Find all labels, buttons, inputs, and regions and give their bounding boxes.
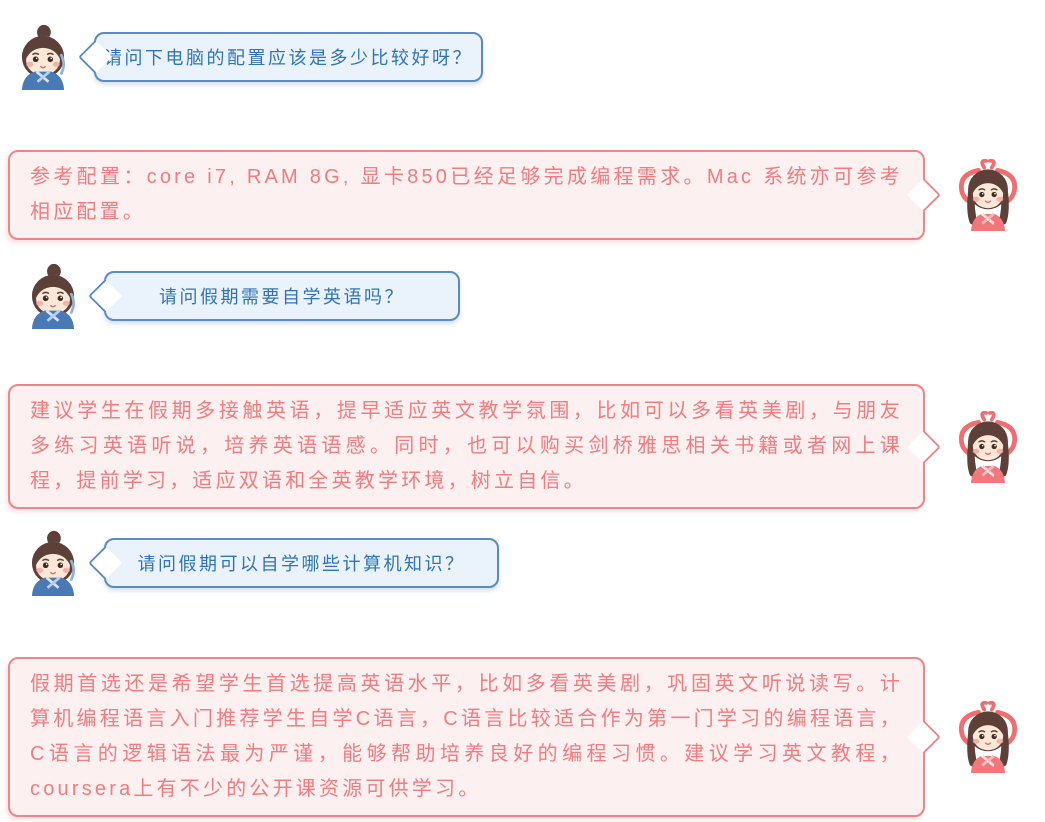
chat-row-answer-2: 建议学生在假期多接触英语，提早适应英文教学氛围，比如可以多看英美剧，与朋友多练习… <box>8 384 1024 509</box>
question-text-2: 请问假期需要自学英语吗？ <box>159 287 405 307</box>
answer-bubble-3: 假期首选还是希望学生首选提高英语水平，比如多看英美剧，巩固英文听说读写。计算机编… <box>8 657 941 817</box>
student-avatar-icon <box>10 22 76 92</box>
chat-row-answer-3: 假期首选还是希望学生首选提高英语水平，比如多看英美剧，巩固英文听说读写。计算机编… <box>8 657 1024 817</box>
answer-bubble-1: 参考配置：core i7, RAM 8G, 显卡850已经足够完成编程需求。Ma… <box>8 150 941 240</box>
answer-text-2: 建议学生在假期多接触英语，提早适应英文教学氛围，比如可以多看英美剧，与朋友多练习… <box>30 400 903 492</box>
student-avatar <box>10 22 76 92</box>
advisor-avatar-icon <box>952 410 1024 484</box>
question-bubble-1: 请问下电脑的配置应该是多少比较好呀？ <box>78 32 483 82</box>
answer-text-3: 假期首选还是希望学生首选提高英语水平，比如多看英美剧，巩固英文听说读写。计算机编… <box>30 673 903 800</box>
chat-row-answer-1: 参考配置：core i7, RAM 8G, 显卡850已经足够完成编程需求。Ma… <box>8 150 1024 240</box>
advisor-avatar <box>952 158 1024 232</box>
student-avatar <box>20 528 86 598</box>
question-text-1: 请问下电脑的配置应该是多少比较好呀？ <box>104 48 473 68</box>
question-text-3: 请问假期可以自学哪些计算机知识？ <box>137 554 466 574</box>
advisor-avatar-icon <box>952 700 1024 774</box>
bubble-tail-left-icon <box>88 279 122 313</box>
student-avatar <box>20 261 86 331</box>
bubble-tail-right-icon <box>907 429 941 464</box>
bubble-tail-left-icon <box>88 546 122 580</box>
advisor-avatar-icon <box>952 158 1024 232</box>
answer-bubble-2: 建议学生在假期多接触英语，提早适应英文教学氛围，比如可以多看英美剧，与朋友多练习… <box>8 384 941 509</box>
student-avatar-icon <box>20 261 86 331</box>
answer-text-1: 参考配置：core i7, RAM 8G, 显卡850已经足够完成编程需求。Ma… <box>30 166 903 223</box>
chat-row-question-2: 请问假期需要自学英语吗？ <box>20 261 460 331</box>
chat-row-question-3: 请问假期可以自学哪些计算机知识？ <box>20 528 499 598</box>
bubble-tail-right-icon <box>907 720 941 754</box>
advisor-avatar <box>952 700 1024 774</box>
question-bubble-2: 请问假期需要自学英语吗？ <box>88 271 460 321</box>
bubble-tail-right-icon <box>907 178 941 212</box>
question-bubble-3: 请问假期可以自学哪些计算机知识？ <box>88 538 499 588</box>
chat-row-question-1: 请问下电脑的配置应该是多少比较好呀？ <box>10 22 483 92</box>
student-avatar-icon <box>20 528 86 598</box>
advisor-avatar <box>952 410 1024 484</box>
